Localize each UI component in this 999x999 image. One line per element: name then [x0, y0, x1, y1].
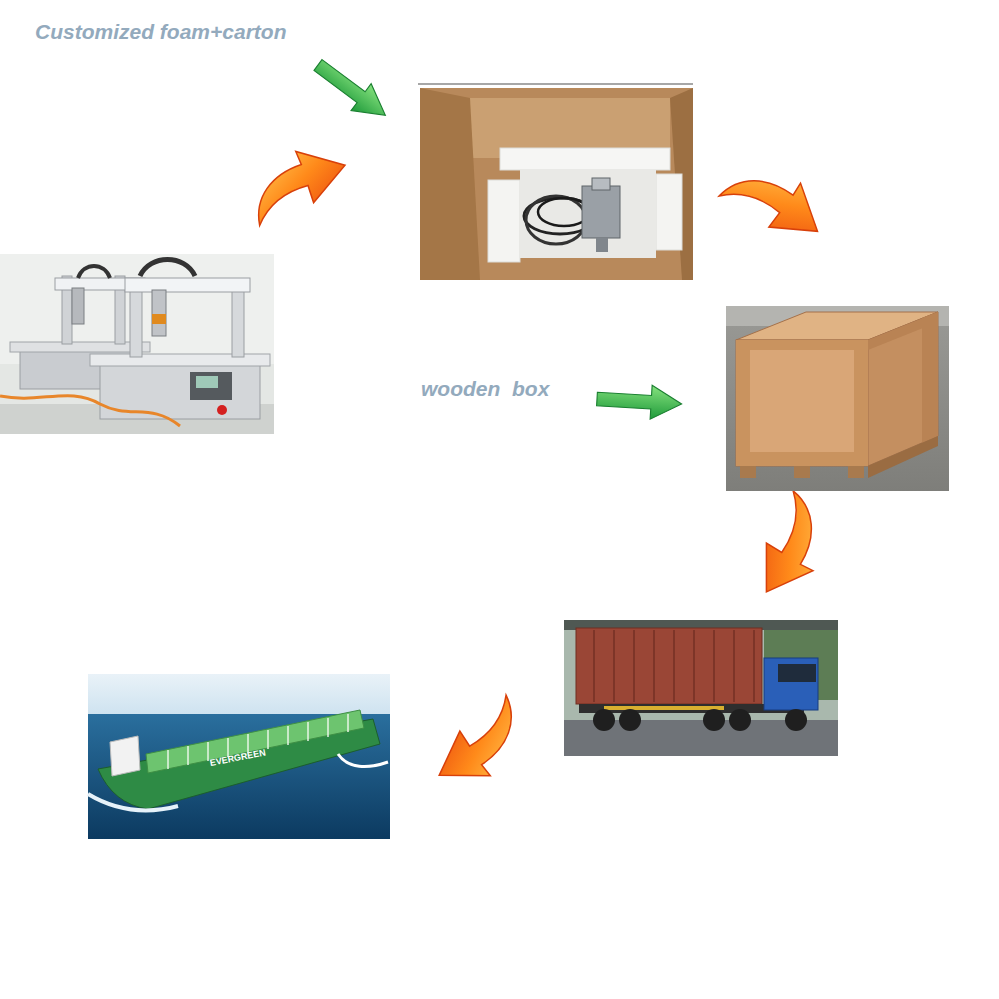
spindle — [592, 178, 610, 190]
machine-photo — [0, 254, 274, 434]
cable-chain — [140, 260, 195, 277]
crate-front — [736, 340, 868, 466]
label-text: wooden box — [421, 377, 549, 400]
pallet — [794, 466, 810, 478]
carton-photo — [420, 88, 693, 280]
sea — [88, 714, 390, 839]
spindle — [596, 238, 608, 252]
flow-arrow — [719, 148, 834, 258]
gantry-beam — [125, 278, 250, 292]
pallet — [868, 436, 938, 478]
cable-chain — [78, 266, 110, 278]
flow-arrow — [737, 491, 844, 607]
orange-cable — [0, 396, 180, 426]
tool-head — [152, 290, 166, 336]
photo-ground — [0, 254, 274, 434]
foam-bed — [520, 170, 656, 258]
crate-slat — [922, 312, 938, 443]
carton-flap — [420, 88, 480, 280]
green-arrow — [308, 52, 395, 129]
wheel — [729, 709, 751, 731]
flow-arrow — [421, 695, 537, 798]
tool-head — [72, 288, 84, 324]
container-ridges — [594, 630, 754, 702]
superstructure — [110, 736, 140, 776]
pallet — [848, 466, 864, 478]
crate-slat — [736, 452, 868, 466]
crate-slat — [854, 340, 868, 466]
controller-screen — [196, 376, 218, 388]
tool-accent — [152, 314, 166, 324]
background — [564, 620, 838, 756]
foam — [500, 148, 670, 170]
container-lines — [168, 714, 348, 769]
wheel — [619, 709, 641, 731]
foam — [488, 180, 520, 262]
crate-slat — [736, 340, 868, 350]
stop-button — [217, 405, 227, 415]
cable-coil — [526, 196, 586, 244]
flow-arrow — [244, 140, 355, 225]
spindle — [582, 186, 620, 238]
wooden-box-photo — [726, 306, 949, 491]
green-arrow — [596, 382, 683, 421]
controller — [190, 372, 232, 400]
callout-label: wooden box — [421, 377, 549, 401]
bow-wave — [338, 754, 388, 767]
wheel — [785, 709, 807, 731]
crate-slat — [736, 340, 750, 466]
pallet — [740, 466, 756, 478]
wheel — [703, 709, 725, 731]
carton — [420, 88, 693, 280]
cab — [764, 658, 818, 710]
chassis-rail — [604, 706, 724, 710]
ship-photo — [88, 674, 390, 839]
wake — [88, 794, 178, 810]
label-text: Customized foam+carton — [35, 20, 286, 43]
ground — [726, 306, 949, 491]
callout-label: Customized foam+carton — [35, 20, 286, 44]
wheel — [593, 709, 615, 731]
rule — [418, 83, 693, 85]
truck-photo — [564, 620, 838, 756]
container-stack — [146, 710, 364, 773]
cab-window — [778, 664, 816, 682]
container — [576, 628, 762, 704]
machine-plate — [10, 342, 150, 352]
foam — [656, 174, 682, 250]
wall — [0, 254, 274, 364]
